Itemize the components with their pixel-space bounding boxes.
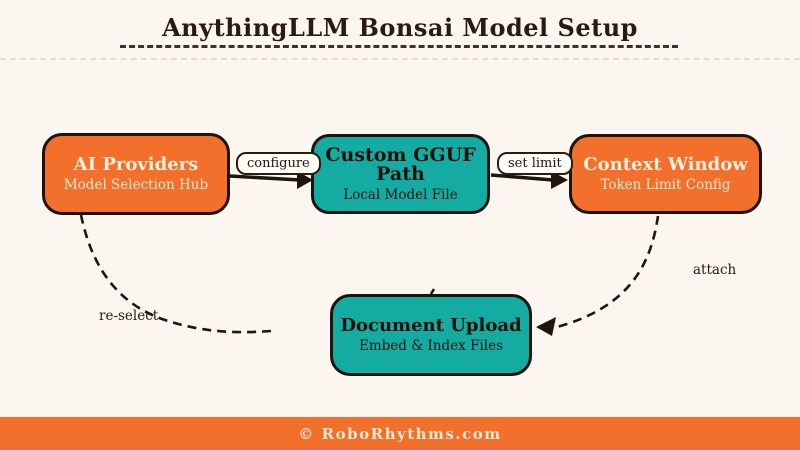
edge-configure-arrowhead [297, 171, 313, 189]
edge-label-set-limit: set limit [497, 152, 573, 175]
edge-stub-mark [429, 288, 436, 295]
node-ai-providers-title: AI Providers [73, 153, 199, 175]
edge-label-attach: attach [693, 262, 737, 278]
node-ai-providers-subtitle: Model Selection Hub [63, 176, 209, 193]
node-custom-gguf-path-subtitle: Local Model File [343, 186, 458, 203]
edge-set-limit-arrowhead [551, 171, 568, 189]
edge-label-configure: configure [236, 152, 321, 175]
edge-re-select-curve [79, 214, 272, 334]
title-underline [120, 45, 678, 48]
footer-bar: © RoboRhythms.com [0, 417, 800, 450]
node-context-window: Context Window Token Limit Config [569, 134, 762, 214]
edge-label-re-select: re-select [99, 308, 159, 324]
page-separator-dashed-line [0, 58, 800, 60]
edge-configure-line [229, 174, 301, 182]
node-context-window-title: Context Window [583, 153, 748, 175]
page-title: AnythingLLM Bonsai Model Setup [162, 13, 638, 42]
node-document-upload-subtitle: Embed & Index Files [358, 337, 503, 354]
node-custom-gguf-path-title: Custom GGUF Path [325, 143, 476, 185]
node-ai-providers: AI Providers Model Selection Hub [42, 133, 230, 215]
node-context-window-subtitle: Token Limit Config [600, 176, 731, 193]
node-custom-gguf-path: Custom GGUF Path Local Model File [311, 134, 490, 214]
edge-attach-arrowhead [536, 317, 556, 336]
edge-set-limit-line [490, 173, 554, 182]
node-document-upload: Document Upload Embed & Index Files [330, 294, 532, 376]
edge-attach-curve [552, 215, 660, 330]
footer-copyright: © RoboRhythms.com [298, 424, 502, 443]
node-document-upload-title: Document Upload [340, 314, 522, 336]
